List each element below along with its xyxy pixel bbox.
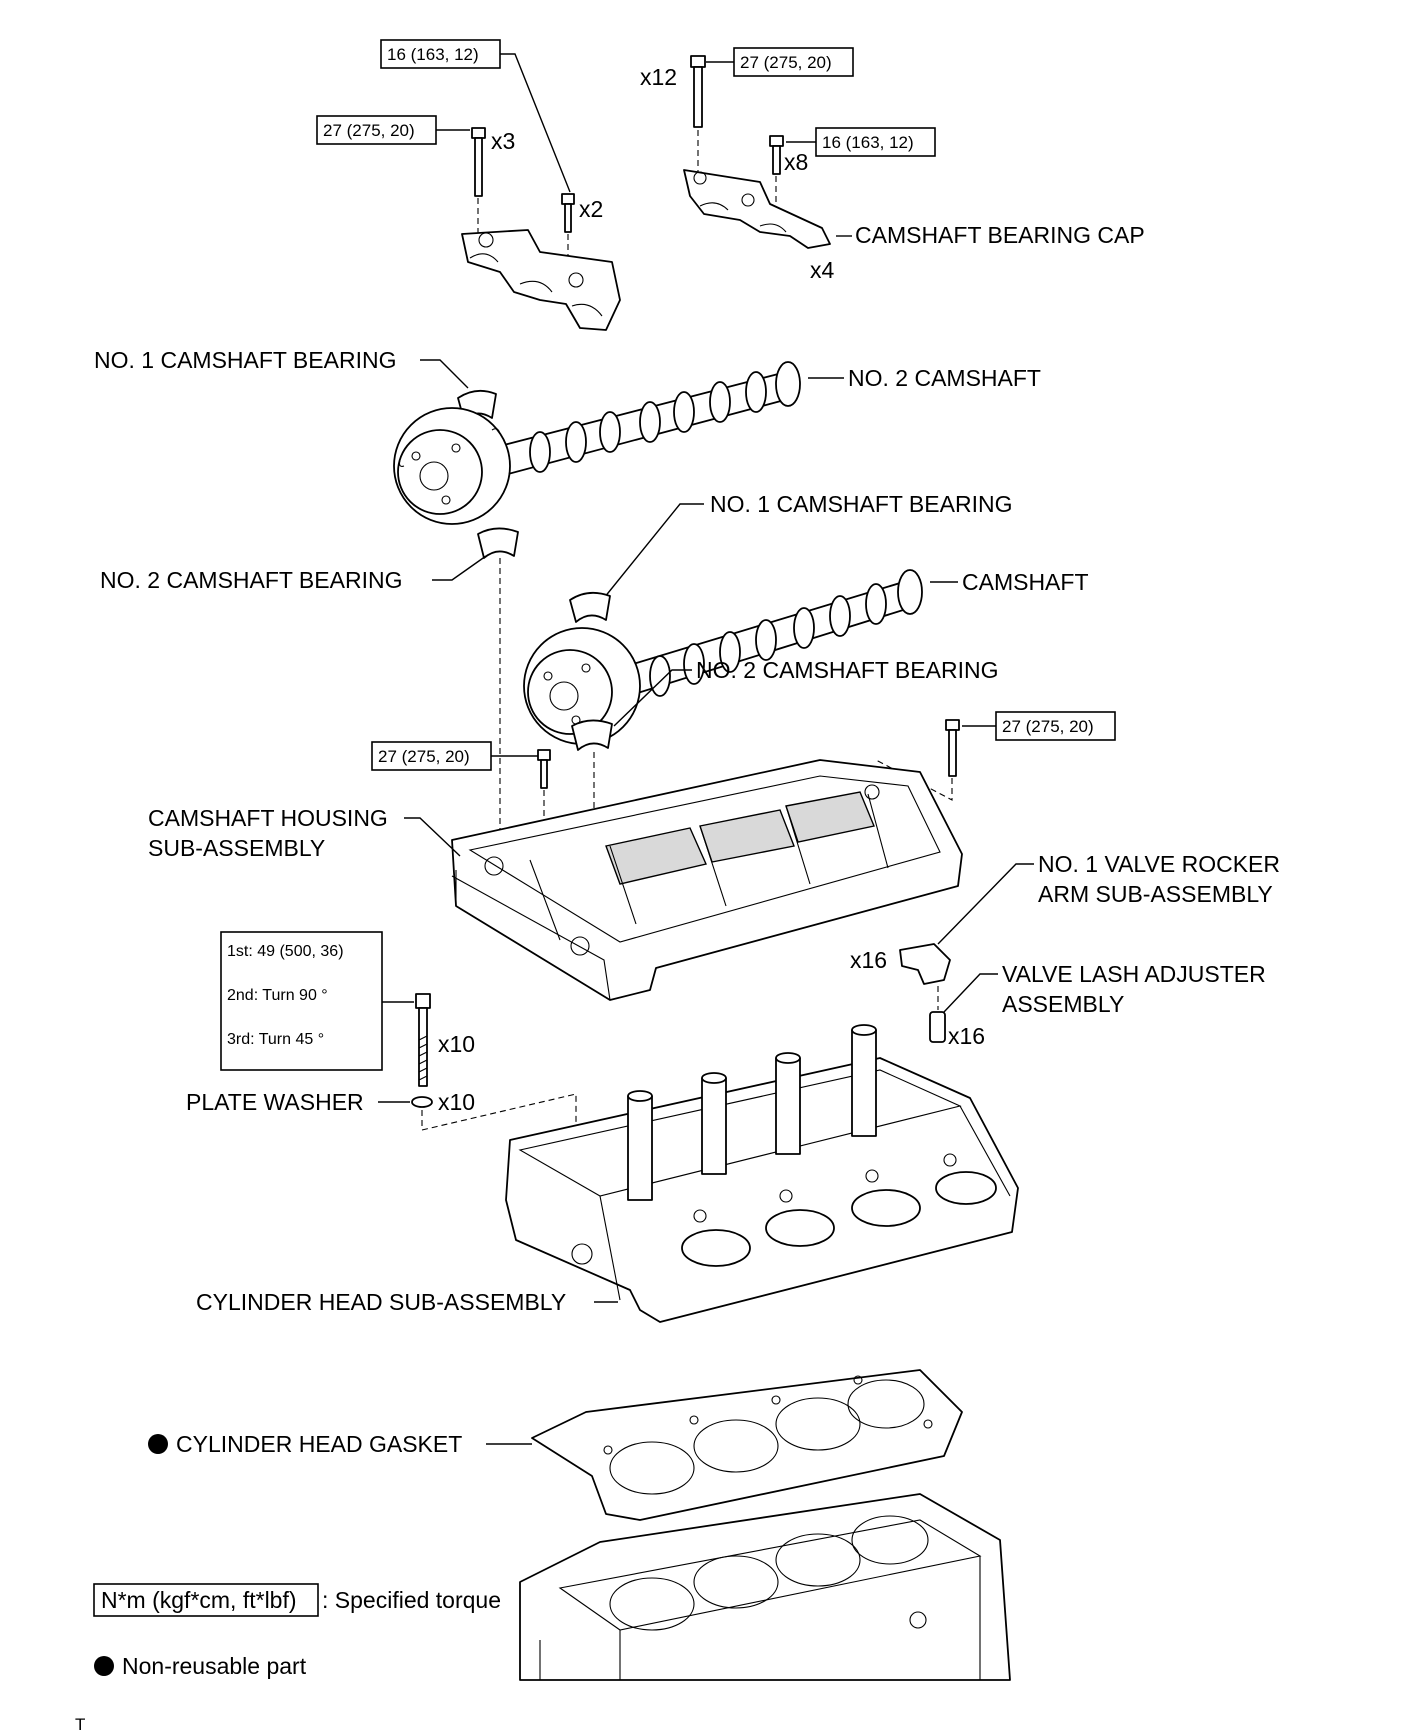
torque-callout-27-right-top: 27 (275, 20) [706, 47, 854, 77]
qty-x8: x8 [784, 149, 808, 175]
bolt-housing-left [537, 749, 551, 820]
svg-text:27 (275, 20): 27 (275, 20) [378, 747, 470, 766]
torque-callout-27-housing-right: 27 (275, 20) [962, 711, 1116, 741]
svg-text:16 (163, 12): 16 (163, 12) [387, 45, 479, 64]
bolt-housing-right [875, 719, 960, 801]
label-no2-camshaft: NO. 2 CAMSHAFT [848, 365, 1041, 391]
label-rocker-arm-1: NO. 1 VALVE ROCKER [1038, 851, 1280, 877]
rocker-arm [899, 943, 951, 985]
alignment-line-washer [421, 1093, 577, 1140]
nonreusable-dot-legend [94, 1656, 114, 1676]
svg-text:3rd: Turn 45 °: 3rd: Turn 45 ° [227, 1031, 324, 1048]
camshaft-bearing-cap-right [683, 169, 831, 249]
leader-no1-bearing-mid [603, 503, 704, 599]
label-no2-camshaft-bearing-left: NO. 2 CAMSHAFT BEARING [100, 567, 402, 593]
label-plate-washer: PLATE WASHER [186, 1089, 364, 1115]
label-lash-adjuster-1: VALVE LASH ADJUSTER [1002, 961, 1266, 987]
legend-torque: N*m (kgf*cm, ft*lbf) : Specified torque [93, 1583, 501, 1617]
qty-x10-washer: x10 [438, 1089, 475, 1115]
bolt-short-x2 [561, 193, 575, 266]
cylinder-head-sub-assembly [505, 1024, 1019, 1323]
footer-mark: T [75, 1715, 85, 1734]
camshaft [523, 569, 923, 745]
label-no2-camshaft-bearing-mid: NO. 2 CAMSHAFT BEARING [696, 657, 998, 683]
svg-text:27 (275, 20): 27 (275, 20) [740, 53, 832, 72]
svg-text:N*m (kgf*cm, ft*lbf): N*m (kgf*cm, ft*lbf) [101, 1587, 297, 1613]
label-no1-camshaft-bearing-top: NO. 1 CAMSHAFT BEARING [94, 347, 396, 373]
leader-rocker-arm [937, 863, 1034, 945]
label-rocker-arm-2: ARM SUB-ASSEMBLY [1038, 881, 1273, 907]
qty-x4: x4 [810, 257, 835, 283]
torque-callout-27-housing-left: 27 (275, 20) [371, 741, 538, 771]
label-camshaft-housing-1: CAMSHAFT HOUSING [148, 805, 388, 831]
camshaft-housing-sub-assembly [451, 759, 963, 1001]
camshaft-bearing-cap-left [461, 229, 621, 331]
bolt-long-x12 [690, 55, 706, 172]
svg-text:2nd: Turn 90 °: 2nd: Turn 90 ° [227, 987, 328, 1004]
qty-x16-lash: x16 [948, 1023, 985, 1049]
torque-callout-head-bolt: 1st: 49 (500, 36) 2nd: Turn 90 ° 3rd: Tu… [220, 931, 414, 1071]
qty-x16-rocker: x16 [850, 947, 887, 973]
torque-callout-16-left: 16 (163, 12) [380, 39, 571, 193]
valve-lash-adjuster [929, 986, 946, 1043]
torque-callout-16-right: 16 (163, 12) [786, 127, 936, 157]
cylinder-block [519, 1493, 1011, 1681]
bolt-long-x3 [471, 127, 486, 236]
cylinder-head-bolt [415, 993, 431, 1087]
no1-camshaft-bearing-mid [569, 591, 611, 623]
qty-x12: x12 [640, 64, 677, 90]
legend-nonreusable: Non-reusable part [94, 1653, 307, 1679]
nonreusable-dot-gasket [148, 1434, 168, 1454]
svg-text:: Specified torque: : Specified torque [322, 1587, 501, 1613]
leader-camshaft-housing [404, 817, 461, 857]
torque-callout-27-left-top: 27 (275, 20) [316, 115, 470, 145]
svg-text:1st: 49 (500, 36): 1st: 49 (500, 36) [227, 943, 344, 960]
leader-lash-adjuster [943, 973, 998, 1013]
no2-camshaft [393, 361, 801, 525]
label-camshaft-housing-2: SUB-ASSEMBLY [148, 835, 325, 861]
label-no1-camshaft-bearing-mid: NO. 1 CAMSHAFT BEARING [710, 491, 1012, 517]
leader-no2-bearing-mid [613, 669, 692, 727]
label-camshaft-bearing-cap: CAMSHAFT BEARING CAP [855, 222, 1145, 248]
leader-no2-bearing-left [432, 555, 487, 581]
qty-x10-bolt: x10 [438, 1031, 475, 1057]
label-lash-adjuster-2: ASSEMBLY [1002, 991, 1124, 1017]
no2-camshaft-bearing-top [477, 527, 519, 559]
qty-x2: x2 [579, 196, 603, 222]
label-cylinder-head-gasket: CYLINDER HEAD GASKET [176, 1431, 462, 1457]
svg-text:27 (275, 20): 27 (275, 20) [1002, 717, 1094, 736]
label-cylinder-head: CYLINDER HEAD SUB-ASSEMBLY [196, 1289, 566, 1315]
svg-text:16 (163, 12): 16 (163, 12) [822, 133, 914, 152]
cylinder-head-gasket [531, 1369, 963, 1521]
leader-no1-bearing-top [420, 359, 469, 389]
svg-text:Non-reusable part: Non-reusable part [122, 1653, 307, 1679]
qty-x3: x3 [491, 128, 515, 154]
svg-text:27 (275, 20): 27 (275, 20) [323, 121, 415, 140]
label-camshaft: CAMSHAFT [962, 569, 1089, 595]
no2-camshaft-bearing-mid [571, 719, 613, 751]
plate-washer [411, 1096, 433, 1108]
